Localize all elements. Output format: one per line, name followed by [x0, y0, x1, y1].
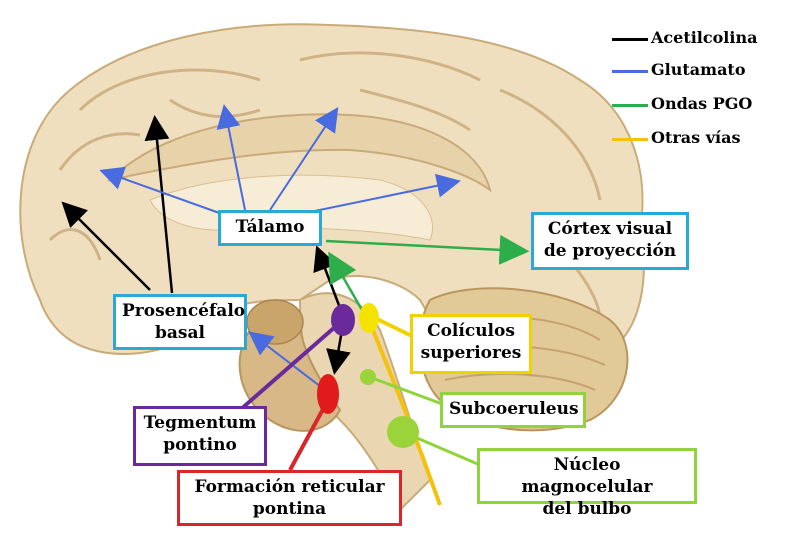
reticular-text-1: Formación reticular: [194, 477, 385, 497]
colliculi-text-1: Colículos: [427, 321, 515, 341]
pgo-arrows: [325, 234, 530, 311]
reticular-leader: [288, 399, 330, 471]
magnocellular-nucleus: [387, 416, 419, 448]
glutamate-arrows: [99, 104, 461, 391]
legend-other-label: Otras vías: [651, 128, 741, 147]
legend-acetylcholine-line: [612, 38, 648, 41]
visual-cortex-text-2: de proyección: [543, 241, 677, 261]
legend-pgo-line: [612, 104, 648, 107]
visual-cortex-text-1: Córtex visual: [547, 219, 673, 239]
legend-glutamate-label: Glutamato: [651, 60, 746, 79]
reticular-text-2: pontina: [252, 499, 327, 519]
reticular-label: Formación reticular pontina: [177, 470, 402, 526]
visual-cortex-label: Córtex visual de proyección: [531, 212, 689, 270]
gyri-lines: [48, 51, 602, 321]
colliculi-text-2: superiores: [420, 343, 522, 363]
reticular-nucleus: [317, 374, 339, 414]
tegmentum-leader: [238, 318, 345, 412]
magnocellular-label: Núcleo magnocelular del bulbo: [477, 448, 697, 519]
subcoeruleus-nucleus: [360, 369, 376, 385]
tegmentum-text-1: Tegmentum: [143, 413, 257, 433]
other-pathway-line: [366, 317, 442, 506]
magno-leader: [409, 433, 481, 467]
tegmentum-label: Tegmentum pontino: [133, 406, 267, 466]
legend-acetylcholine-label: Acetilcolina: [651, 28, 758, 47]
basal-forebrain-text-2: basal: [155, 323, 205, 343]
subcoeruleus-label: Subcoeruleus: [440, 392, 586, 428]
magnocellular-text-2: del bulbo: [542, 499, 632, 519]
basal-forebrain-label: Prosencéfalo basal: [113, 294, 247, 350]
legend-glutamate-line: [612, 70, 648, 73]
corpus-callosum: [106, 113, 492, 193]
subcoeruleus-leader: [371, 376, 446, 407]
legend-other-line: [612, 138, 648, 141]
legend-pgo-label: Ondas PGO: [651, 94, 753, 113]
tegmentum-text-2: pontino: [163, 435, 237, 455]
colliculi-nucleus: [359, 303, 379, 333]
basal-forebrain-text-1: Prosencéfalo: [122, 301, 246, 321]
thalamus-label: Tálamo: [218, 210, 322, 246]
colliculi-label: Colículos superiores: [410, 314, 532, 374]
subcoeruleus-text: Subcoeruleus: [449, 399, 579, 419]
tegmentum-nucleus: [331, 304, 355, 336]
magnocellular-text-1: Núcleo magnocelular: [521, 455, 653, 497]
thalamus-text: Tálamo: [235, 217, 305, 237]
